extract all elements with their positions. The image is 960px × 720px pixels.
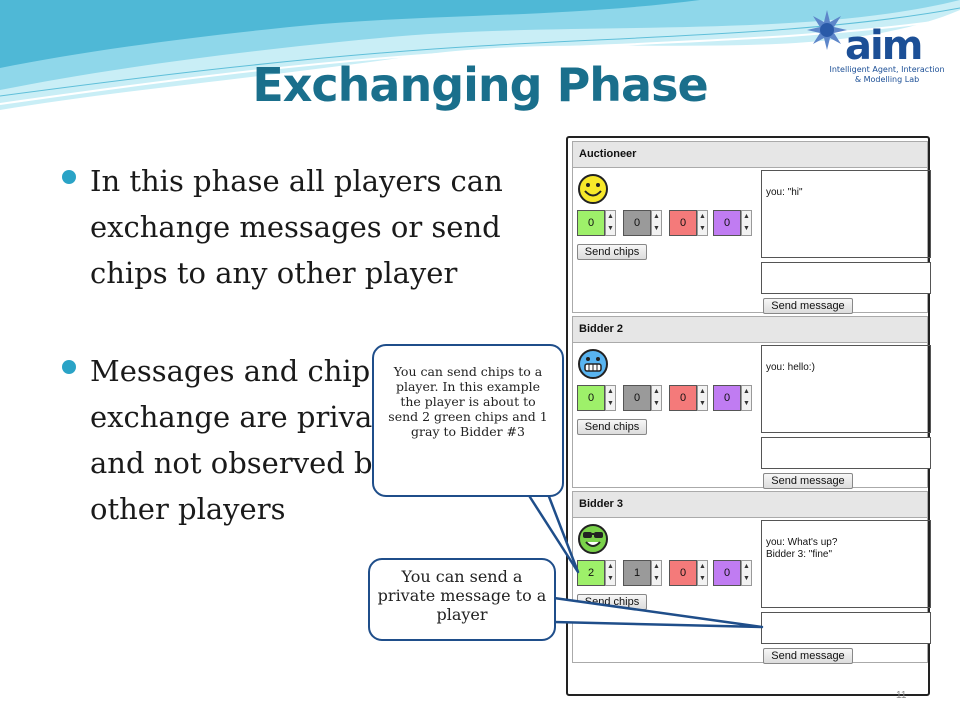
message-log: you: What's up? Bidder 3: "fine" bbox=[761, 520, 931, 608]
message-input[interactable] bbox=[761, 612, 931, 644]
player-section-auctioneer: Auctioneer 0 ▲▼ 0 ▲▼ 0 ▲▼ 0 ▲▼ Send chip… bbox=[572, 141, 931, 314]
chips-callout: You can send chips to a player. In this … bbox=[372, 344, 564, 497]
bullet-dot bbox=[62, 360, 76, 374]
logo-line-1: Intelligent Agent, Interaction bbox=[829, 65, 945, 74]
logo-mark: aim bbox=[845, 23, 923, 69]
section-header: Bidder 2 bbox=[573, 317, 927, 343]
bullet-1: In this phase all players can exchange m… bbox=[58, 158, 570, 296]
section-header: Auctioneer bbox=[573, 142, 927, 168]
message-log: you: "hi" bbox=[761, 170, 931, 258]
page-number: 11 bbox=[896, 690, 907, 701]
smiley-face-icon bbox=[578, 174, 608, 204]
logo-line-2: & Modelling Lab bbox=[854, 75, 920, 84]
chip-green-field[interactable]: 0 bbox=[577, 385, 605, 411]
bullet-2: Messages and chip exchange are private a… bbox=[58, 348, 410, 532]
sunglasses-face-icon bbox=[578, 524, 608, 554]
send-chips-button[interactable]: Send chips bbox=[577, 244, 647, 260]
chip-gray-field[interactable]: 0 bbox=[623, 210, 651, 236]
chip-green-stepper[interactable]: ▲▼ bbox=[605, 210, 616, 236]
message-input[interactable] bbox=[761, 437, 931, 469]
chip-purple-field[interactable]: 0 bbox=[713, 210, 741, 236]
chip-green-field[interactable]: 2 bbox=[577, 560, 605, 586]
chip-green-field[interactable]: 0 bbox=[577, 210, 605, 236]
chip-gray-stepper[interactable]: ▲▼ bbox=[651, 210, 662, 236]
chip-purple-stepper[interactable]: ▲▼ bbox=[741, 560, 752, 586]
exchange-panel: Auctioneer 0 ▲▼ 0 ▲▼ 0 ▲▼ 0 ▲▼ Send chip… bbox=[566, 136, 931, 696]
player-section-bidder-2: Bidder 2 0 ▲▼ 0 ▲▼ 0 ▲▼ 0 ▲▼ Send chips … bbox=[572, 316, 931, 489]
chip-purple-stepper[interactable]: ▲▼ bbox=[741, 210, 752, 236]
chip-red-stepper[interactable]: ▲▼ bbox=[697, 385, 708, 411]
chip-red-stepper[interactable]: ▲▼ bbox=[697, 560, 708, 586]
slide-title: Exchanging Phase bbox=[252, 58, 708, 112]
bullet-2-text: Messages and chip exchange are private a… bbox=[90, 354, 402, 526]
send-message-button[interactable]: Send message bbox=[763, 648, 853, 664]
lab-logo: aim Intelligent Agent, Interaction & Mod… bbox=[805, 8, 955, 88]
chip-green-stepper[interactable]: ▲▼ bbox=[605, 385, 616, 411]
chip-red-field[interactable]: 0 bbox=[669, 385, 697, 411]
chip-gray-stepper[interactable]: ▲▼ bbox=[651, 560, 662, 586]
star-burst-icon bbox=[807, 10, 847, 50]
chip-red-stepper[interactable]: ▲▼ bbox=[697, 210, 708, 236]
chip-gray-stepper[interactable]: ▲▼ bbox=[651, 385, 662, 411]
chip-purple-field[interactable]: 0 bbox=[713, 560, 741, 586]
chip-purple-stepper[interactable]: ▲▼ bbox=[741, 385, 752, 411]
logo-subtitle: Intelligent Agent, Interaction & Modelli… bbox=[819, 65, 955, 85]
chip-gray-field[interactable]: 0 bbox=[623, 385, 651, 411]
chip-purple-field[interactable]: 0 bbox=[713, 385, 741, 411]
send-message-button[interactable]: Send message bbox=[763, 473, 853, 489]
send-message-button[interactable]: Send message bbox=[763, 298, 853, 314]
send-chips-button[interactable]: Send chips bbox=[577, 419, 647, 435]
chip-gray-field[interactable]: 1 bbox=[623, 560, 651, 586]
message-callout: You can send a private message to a play… bbox=[368, 558, 556, 641]
player-section-bidder-3: Bidder 3 2 ▲▼ 1 ▲▼ 0 ▲▼ 0 ▲▼ Send chips … bbox=[572, 491, 931, 664]
grinning-face-icon bbox=[578, 349, 608, 379]
message-input[interactable] bbox=[761, 262, 931, 294]
chip-red-field[interactable]: 0 bbox=[669, 210, 697, 236]
message-log: you: hello:) bbox=[761, 345, 931, 433]
chip-red-field[interactable]: 0 bbox=[669, 560, 697, 586]
chip-green-stepper[interactable]: ▲▼ bbox=[605, 560, 616, 586]
bullet-dot bbox=[62, 170, 76, 184]
section-header: Bidder 3 bbox=[573, 492, 927, 518]
bullet-1-text: In this phase all players can exchange m… bbox=[90, 164, 503, 290]
